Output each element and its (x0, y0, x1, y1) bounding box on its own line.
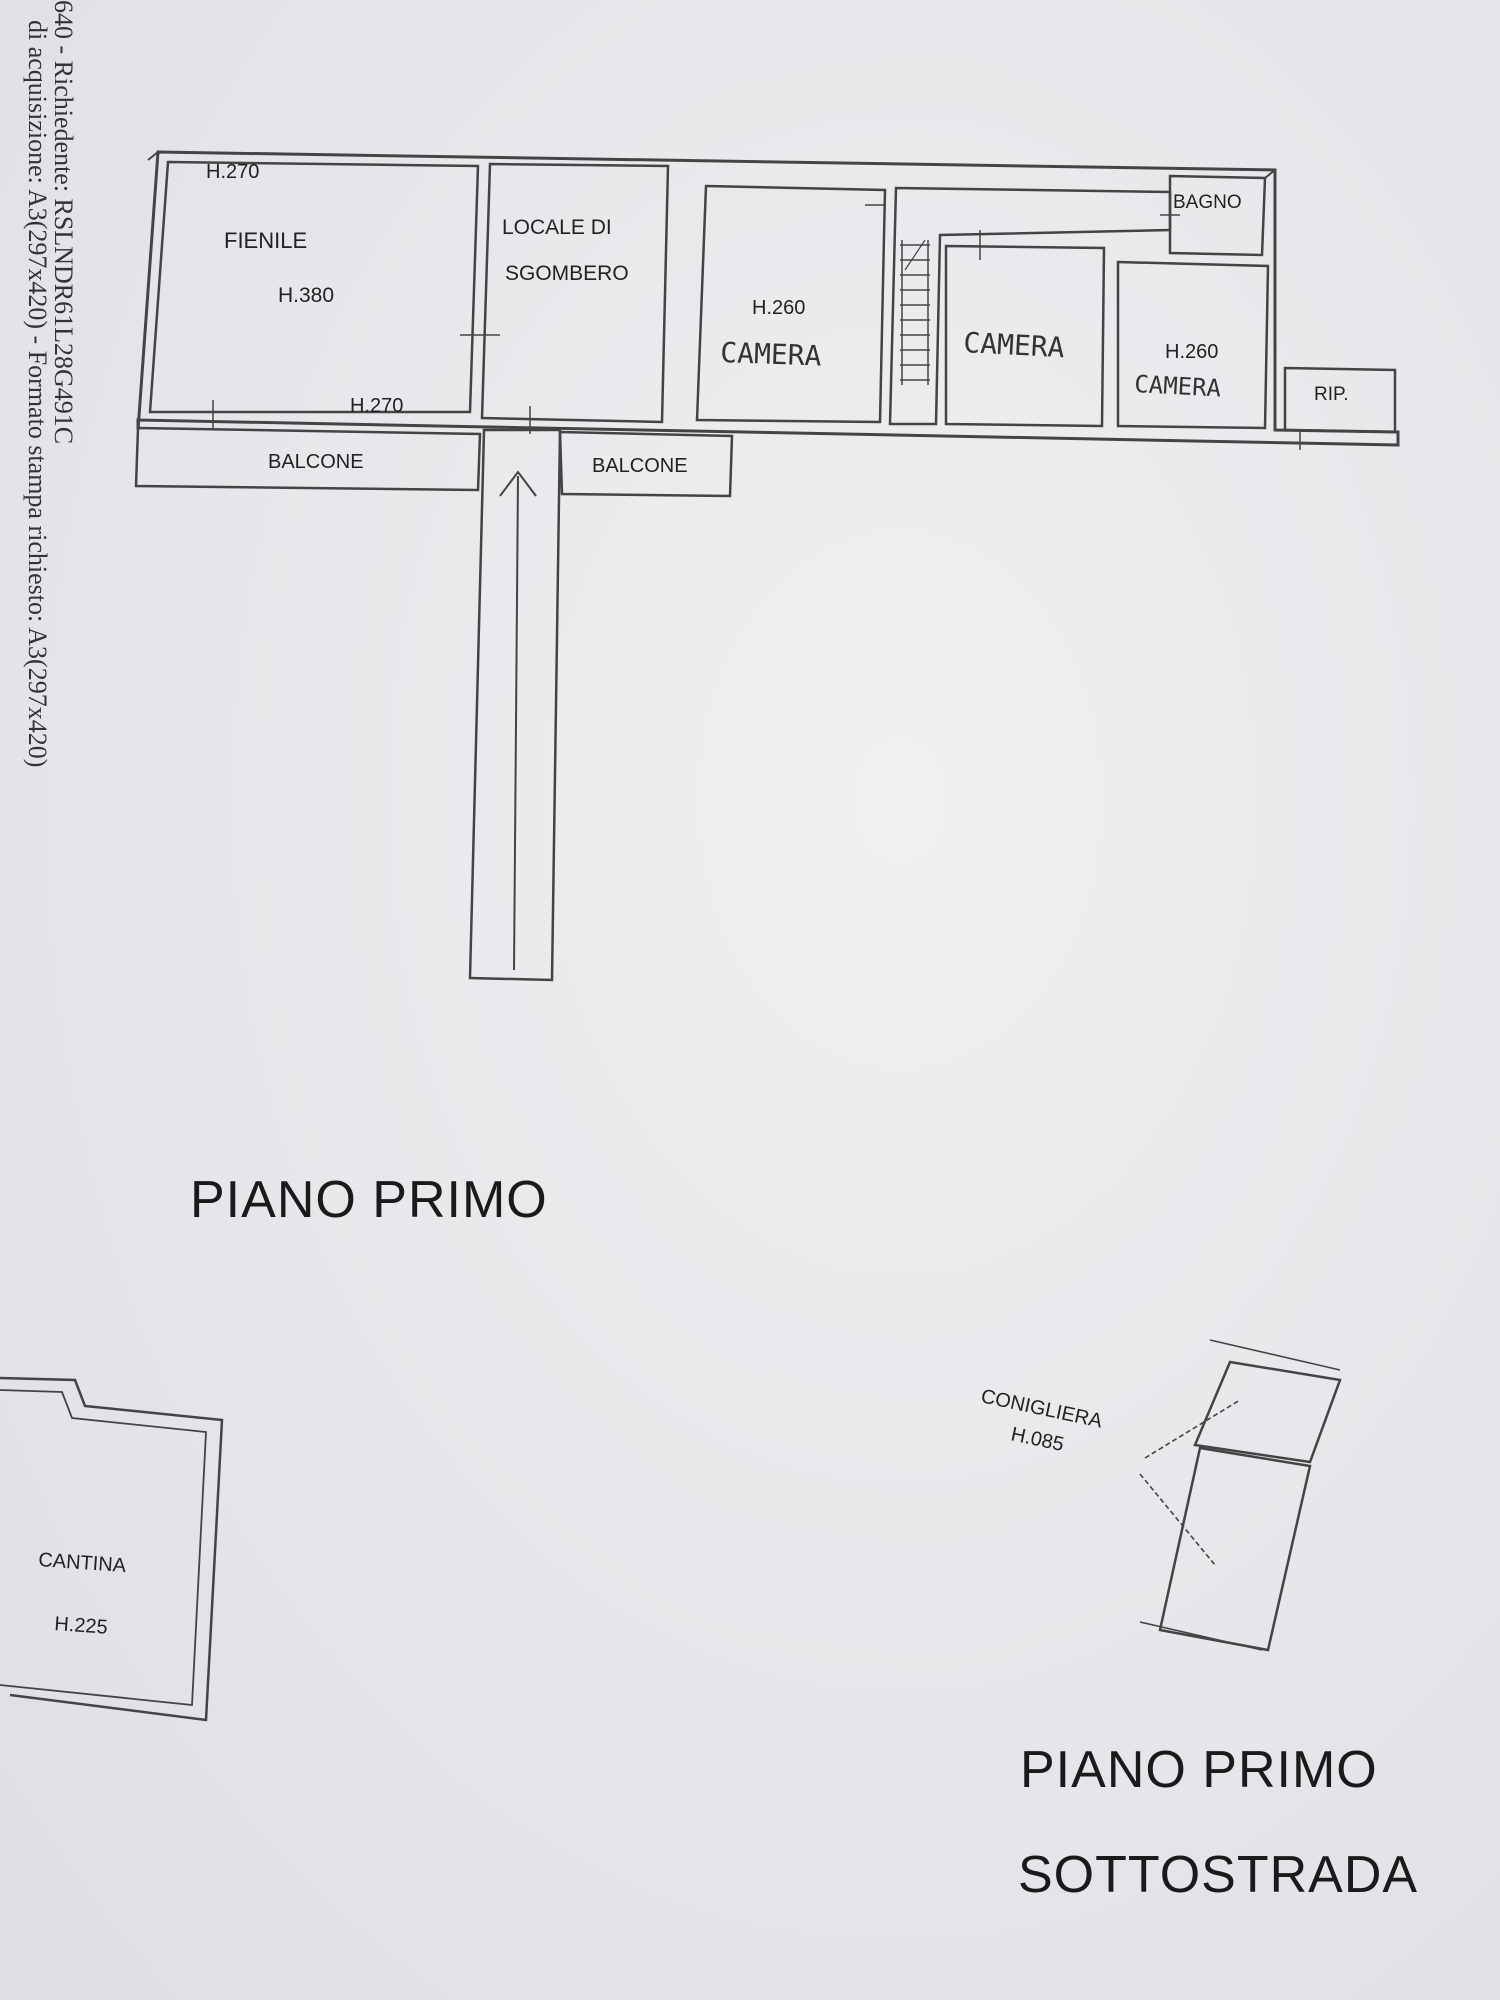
room-locale-sgombero (480, 162, 670, 424)
first-floor-title: PIANO PRIMO (190, 1171, 548, 1229)
room-cantina (0, 1376, 224, 1722)
stairs (900, 239, 930, 385)
room-fienile (148, 160, 480, 414)
camera1-label: CAMERA (720, 336, 822, 373)
room-camera-3 (1116, 260, 1270, 430)
conigliera-label: CONIGLIERA (979, 1385, 1105, 1432)
room-camera-1 (695, 184, 887, 424)
balcone-left (134, 426, 482, 492)
basement-title-line-1: PIANO PRIMO (1020, 1741, 1378, 1799)
bagno-label: BAGNO (1173, 192, 1242, 213)
balcone-left-label: BALCONE (268, 451, 364, 473)
locale-label-2: SGOMBERO (505, 262, 629, 285)
walkway (468, 428, 562, 982)
room-conigliera (1193, 1360, 1342, 1464)
stair-corridor (888, 186, 1172, 426)
fienile-height-bottom: H.270 (350, 395, 403, 417)
camera1-height: H.260 (752, 297, 805, 319)
fienile-height-mid: H.380 (278, 284, 334, 307)
conigliera-height: H.085 (1009, 1423, 1066, 1456)
room-bagno (1168, 174, 1267, 257)
walkway-arrow (499, 470, 537, 971)
camera3-height: H.260 (1165, 341, 1218, 363)
fienile-label: FIENILE (224, 228, 307, 253)
rip-label: RIP. (1314, 384, 1349, 405)
room-rip (1283, 366, 1397, 434)
camera2-label: CAMERA (963, 326, 1066, 364)
cantina-label: CANTINA (38, 1549, 128, 1577)
balcone-right-label: BALCONE (592, 455, 688, 477)
locale-label-1: LOCALE DI (502, 216, 612, 239)
cantina-height: H.225 (54, 1613, 109, 1639)
balcone-right (558, 430, 734, 498)
room-camera-2 (944, 244, 1106, 428)
camera3-label: CAMERA (1134, 370, 1223, 403)
basement-title-line-2: SOTTOSTRADA (1018, 1846, 1419, 1904)
fienile-height-top: H.270 (206, 161, 259, 183)
